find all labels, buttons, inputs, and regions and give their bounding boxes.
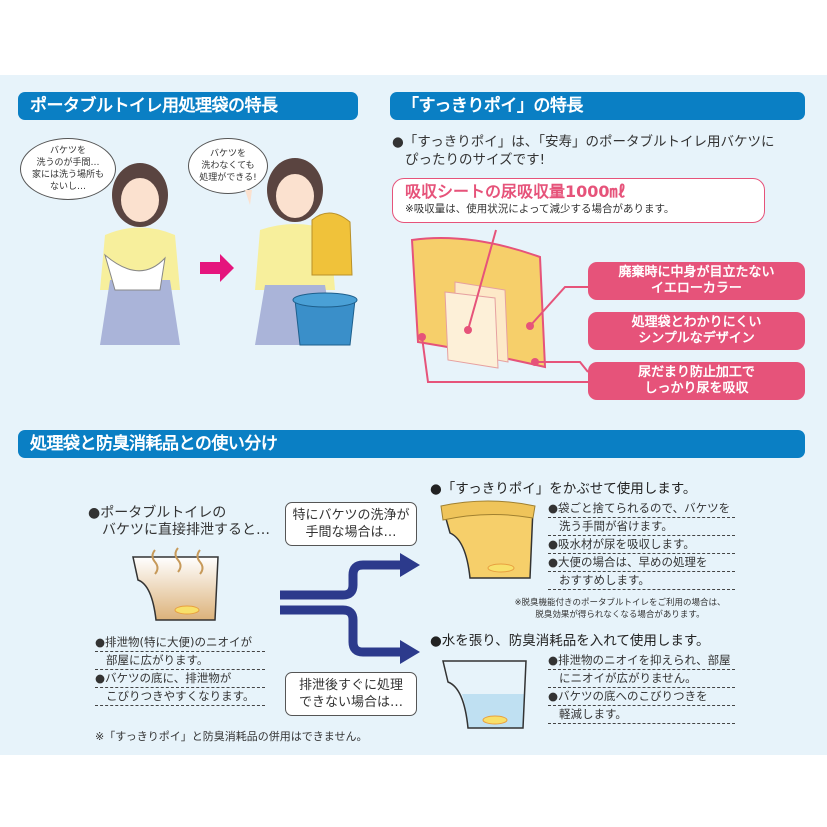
direct-line-1: ●ポータブルトイレの	[88, 505, 227, 521]
option1-point: ●大便の場合は、早めの処理を	[548, 554, 735, 572]
option1-point: ●吸水材が尿を吸収します。	[548, 536, 735, 554]
section-title-product: 「すっきりポイ」の特長	[390, 92, 805, 120]
case-box-delayed: 排泄後すぐに処理 できない場合は…	[285, 672, 417, 716]
option1-point: おすすめします。	[548, 572, 735, 590]
absorb-title: 吸収シートの尿吸収量1000㎖	[405, 182, 626, 201]
speech-bubble-worried: バケツを 洗うのが手間… 家には洗う場所も ないし…	[20, 138, 116, 200]
option2-point: にニオイが広がりません。	[548, 670, 735, 688]
option1-note-line-1: ※脱臭機能付きのポータブルトイレをご利用の場合は、	[514, 598, 726, 608]
intro-line-2: ぴったりのサイズです!	[405, 152, 546, 168]
worried-woman-illustration	[100, 163, 180, 345]
direct-point: 部屋に広がります。	[95, 652, 265, 670]
option1-point: ●袋ごと捨てられるので、バケツを	[548, 500, 735, 518]
direct-point: こびりつきやすくなります。	[95, 688, 265, 706]
speech-bubble-happy: バケツを 洗わなくても 処理ができる!	[188, 138, 268, 194]
option2-heading: ●水を張り、防臭消耗品を入れて使用します。	[430, 633, 710, 649]
bucket-odor-illustration	[132, 547, 219, 621]
bucket-bag-illustration	[440, 500, 536, 579]
feature-label-yellow: 廃棄時に中身が目立たない イエローカラー	[588, 262, 805, 300]
option2-point: ●バケツの底へのこびりつきを	[548, 688, 735, 706]
section-title-features: ポータブルトイレ用処理袋の特長	[18, 92, 358, 120]
direct-point: ●排泄物(特に大便)のニオイが	[95, 634, 265, 652]
intro-line-1: ●「すっきりポイ」は、「安寿」のポータブルトイレ用バケツに	[392, 134, 775, 150]
arrow-head-icon	[400, 553, 420, 577]
absorb-note: ※吸収量は、使用状況によって減少する場合があります。	[405, 203, 675, 215]
branch-arrows	[280, 553, 420, 664]
case-box-washing: 特にバケツの洗浄が 手間な場合は…	[285, 502, 417, 546]
arrow-down-branch	[280, 605, 403, 657]
bag-illustration	[410, 229, 589, 383]
option1-heading: ●「すっきりポイ」をかぶせて使用します。	[430, 481, 697, 497]
direct-line-2: バケツに直接排泄すると…	[102, 522, 270, 538]
feature-label-absorb: 尿だまり防止加工で しっかり尿を吸収	[588, 362, 805, 400]
absorb-info-box: 吸収シートの尿吸収量1000㎖ ※吸収量は、使用状況によって減少する場合がありま…	[392, 178, 765, 223]
right-arrow-icon	[200, 254, 234, 282]
bucket-water-illustration	[442, 660, 527, 729]
arrow-up-branch	[280, 560, 403, 600]
direct-point: ●バケツの底に、排泄物が	[95, 670, 265, 688]
footnote: ※「すっきりポイ」と防臭消耗品の併用はできません。	[95, 730, 368, 743]
feature-label-design: 処理袋とわかりにくい シンプルなデザイン	[588, 312, 805, 350]
option1-point: 洗う手間が省けます。	[548, 518, 735, 536]
women-illustration	[100, 158, 358, 346]
section-title-usage: 処理袋と防臭消耗品との使い分け	[18, 430, 805, 458]
option2-point: ●排泄物のニオイを抑えられ、部屋	[548, 652, 735, 670]
arrow-head-icon	[400, 640, 420, 664]
option1-note-line-2: 脱臭効果が得られなくなる場合があります。	[535, 610, 705, 620]
option2-point: 軽減します。	[548, 706, 735, 724]
happy-woman-illustration	[245, 158, 358, 346]
